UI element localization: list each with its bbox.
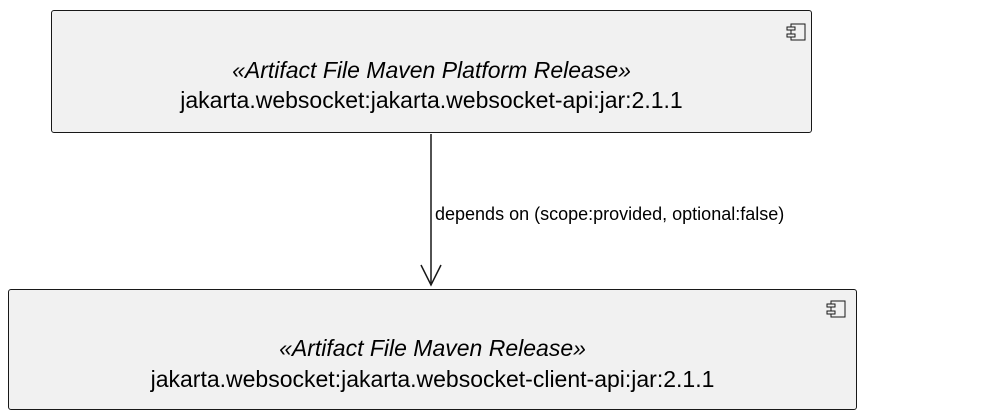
dependency-edge-label: depends on (scope:provided, optional:fal… [435, 204, 785, 224]
component-icon [786, 23, 806, 41]
artifact-node-release[interactable]: «Artifact File Maven Release» jakarta.we… [8, 289, 857, 410]
artifact-node-platform-release[interactable]: «Artifact File Maven Platform Release» j… [51, 10, 812, 133]
dependency-edge-arrowhead [420, 264, 442, 287]
component-icon [826, 300, 846, 318]
node-stereotype: «Artifact File Maven Release» [279, 335, 586, 361]
node-artifact-name: jakarta.websocket:jakarta.websocket-clie… [150, 366, 715, 392]
node-artifact-name: jakarta.websocket:jakarta.websocket-api:… [180, 87, 683, 113]
node-stereotype: «Artifact File Maven Platform Release» [232, 57, 631, 83]
